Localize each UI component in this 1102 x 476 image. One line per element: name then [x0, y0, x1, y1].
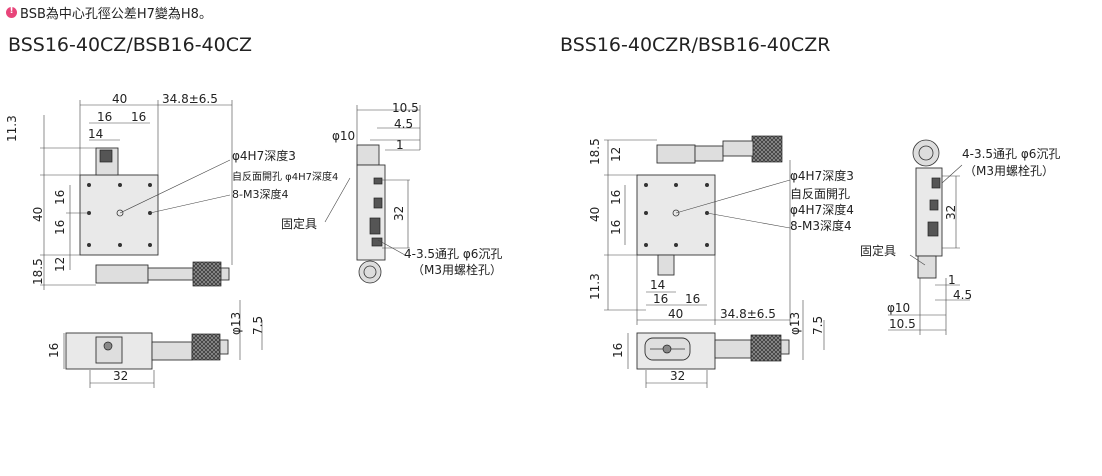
dim-left-s10-5: 10.5	[392, 101, 419, 115]
dim-left-s4-5: 4.5	[394, 117, 413, 131]
left-side-view	[324, 105, 421, 284]
dim-left-v40: 40	[31, 207, 45, 222]
dim-left-w40: 40	[112, 92, 127, 106]
callout-left-c3: 8-M3深度4	[232, 187, 288, 201]
dim-left-stroke: 34.8±6.5	[162, 92, 218, 106]
callout-left-c1: φ4H7深度3	[232, 148, 296, 163]
right-bottom-view	[627, 300, 825, 388]
dim-left-d14: 14	[88, 127, 103, 141]
stage-plate	[79, 174, 159, 256]
callout-right-c3: φ4H7深度4	[790, 202, 854, 217]
dim-right-d16b: 16	[685, 292, 700, 306]
dim-right-v16a: 16	[609, 190, 623, 205]
callout-right-c2: 自反面開孔	[790, 187, 850, 201]
left-title: BSS16-40CZ/BSB16-40CZ	[8, 34, 253, 56]
callout-right-hole2: （M3用螺栓孔）	[964, 163, 1054, 178]
right-top-view	[604, 135, 791, 325]
left-bottom-view	[63, 300, 263, 388]
dim-right-s1: 1	[948, 273, 956, 287]
dim-left-v16b: 16	[53, 220, 67, 235]
dim-left-d16a: 16	[97, 110, 112, 124]
dim-left-v16a: 16	[53, 190, 67, 205]
dim-right-b32: 32	[670, 369, 685, 383]
dim-right-v11-3: 11.3	[588, 273, 602, 300]
dim-right-s10-5: 10.5	[889, 317, 916, 331]
callout-left-hole2: （M3用螺栓孔）	[412, 262, 502, 277]
dim-left-v18-5: 18.5	[31, 258, 45, 285]
callout-right-c4: 8-M3深度4	[790, 218, 852, 233]
note-text: BSB為中心孔徑公差H7變為H8。	[20, 7, 212, 22]
dim-left-v11-3: 11.3	[5, 115, 19, 142]
note: BSB為中心孔徑公差H7變為H8。	[6, 3, 212, 22]
dim-left-v12: 12	[53, 257, 67, 272]
dim-left-b16: 16	[47, 343, 61, 358]
dim-left-b7-5: 7.5	[251, 316, 265, 335]
dim-right-w40: 40	[668, 307, 683, 321]
alert-circle-icon	[6, 6, 17, 18]
dim-right-v40: 40	[588, 207, 602, 222]
dim-right-v12: 12	[609, 147, 623, 162]
micrometer-knob	[192, 261, 222, 287]
dim-left-s10: φ10	[332, 129, 355, 143]
dim-right-b7-5: 7.5	[811, 316, 825, 335]
dim-right-stroke: 34.8±6.5	[720, 307, 776, 321]
dim-right-b16: 16	[611, 343, 625, 358]
dim-left-s32: 32	[392, 206, 406, 221]
dim-right-s10: φ10	[887, 301, 910, 315]
dim-left-b13: φ13	[229, 312, 243, 335]
right-title: BSS16-40CZR/BSB16-40CZR	[560, 34, 831, 56]
dim-right-v18-5: 18.5	[588, 138, 602, 165]
callout-left-c2: 自反面開孔 φ4H7深度4	[232, 170, 338, 183]
dim-right-b13: φ13	[788, 312, 802, 335]
dim-right-v16b: 16	[609, 220, 623, 235]
dim-right-d14: 14	[650, 278, 665, 292]
dim-left-b32: 32	[113, 369, 128, 383]
dim-left-s1: 1	[396, 138, 404, 152]
dim-right-s4-5: 4.5	[953, 288, 972, 302]
callout-left-hole1: 4-3.5通孔 φ6沉孔	[404, 247, 502, 261]
callout-left-fix: 固定具	[281, 216, 317, 231]
callout-right-hole1: 4-3.5通孔 φ6沉孔	[962, 147, 1060, 161]
dim-left-d16b: 16	[131, 110, 146, 124]
callout-right-fix: 固定具	[860, 243, 896, 258]
dim-right-s32: 32	[944, 205, 958, 220]
callout-right-c1: φ4H7深度3	[790, 168, 854, 183]
right-side-view	[888, 139, 970, 335]
left-top-view	[40, 100, 233, 290]
dim-right-d16a: 16	[653, 292, 668, 306]
